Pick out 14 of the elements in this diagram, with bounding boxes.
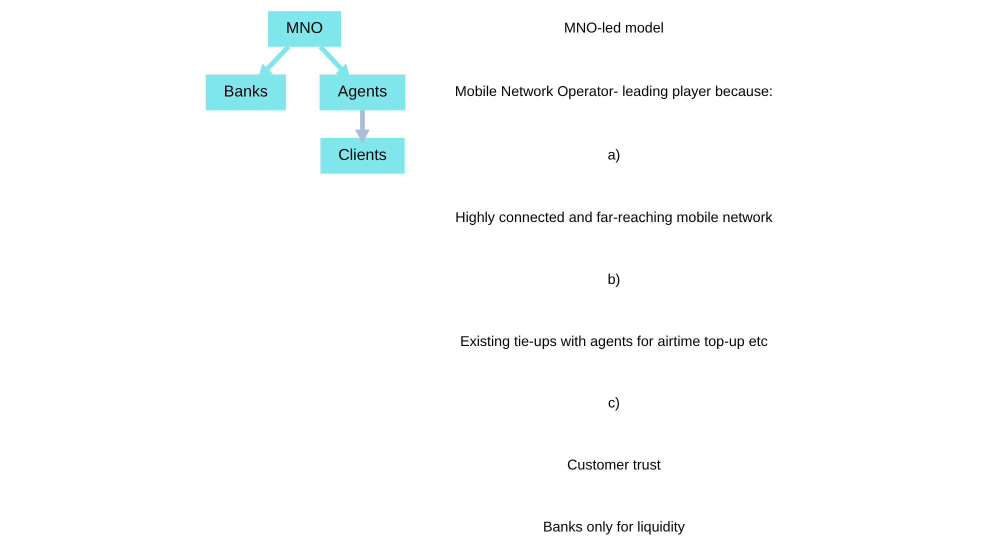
node-box: Agents <box>319 74 405 110</box>
label: MNO-led model <box>563 20 664 36</box>
node-box: Banks <box>205 74 286 110</box>
node-box: Clients <box>320 138 404 174</box>
label: c) <box>607 396 620 412</box>
label: Highly connected and far-reaching mobile network <box>454 210 772 226</box>
arrow <box>354 110 370 144</box>
label: Banks only for liquidity <box>542 519 684 536</box>
node-box: MNO <box>268 11 341 47</box>
label: Mobile Network Operator- leading player because: <box>454 84 772 100</box>
label: Existing tie-ups with agents for airtime top-up etc <box>460 334 768 350</box>
label: a) <box>607 147 620 164</box>
label: b) <box>607 272 620 288</box>
label: Customer trust <box>566 457 660 474</box>
